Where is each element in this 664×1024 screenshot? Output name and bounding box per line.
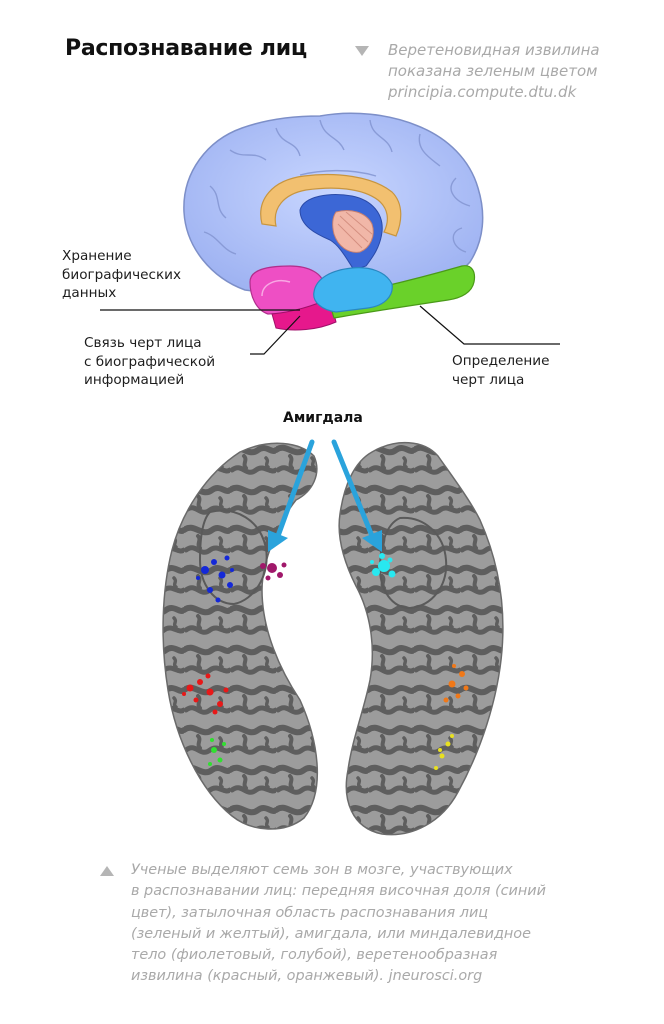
amygdala-arrow-right <box>331 439 375 539</box>
activation-red <box>182 673 229 715</box>
label-line: черт лица <box>452 371 525 388</box>
connector-link <box>250 315 301 355</box>
bottom-caption: Ученые выделяют семь зон в мозге, участв… <box>131 860 546 988</box>
label-line: биографических <box>62 266 182 283</box>
label-storage: Хранение биографических данных <box>62 247 181 303</box>
activation-blue <box>196 555 234 603</box>
activation-purple <box>260 562 287 581</box>
bottom-caption-line: в распознавании лиц: передняя височная д… <box>131 883 546 900</box>
bottom-caption-line: цвет), затылочная область распознавания … <box>131 904 489 921</box>
page-title: Распознавание лиц <box>65 36 307 61</box>
connector-definition <box>419 305 560 345</box>
amygdala-region <box>313 267 393 313</box>
corpus-callosum <box>260 173 402 237</box>
arrowhead-right-icon <box>362 530 382 552</box>
bottom-caption-line: тело (фиолетовый, голубой), веретенообра… <box>131 947 498 964</box>
label-line: Связь черт лица <box>84 335 202 351</box>
left-hemisphere <box>162 442 319 830</box>
activation-yellow <box>434 734 454 770</box>
caption-down-triangle-icon <box>355 46 369 56</box>
label-line: данных <box>62 285 117 301</box>
bottom-caption-line: Ученые выделяют семь зон в мозге, участв… <box>131 862 513 878</box>
top-caption-line: principia.compute.dtu.dk <box>388 83 577 101</box>
label-line: Хранение <box>62 248 132 264</box>
label-line: с биографической <box>84 353 216 370</box>
label-definition: Определение черт лица <box>452 352 549 389</box>
right-hemisphere <box>338 441 504 836</box>
top-caption-line: показана зеленым цветом <box>388 62 598 80</box>
amygdala-arrow-left <box>275 439 315 539</box>
label-line: информацией <box>84 372 185 388</box>
activation-green <box>208 738 226 766</box>
caption-up-triangle-icon <box>100 866 114 876</box>
label-line: Определение <box>452 353 550 369</box>
top-caption: Веретеновидная извилина показана зеленым… <box>388 40 600 103</box>
top-caption-line: Веретеновидная извилина <box>388 41 600 59</box>
label-amygdala: Амигдала <box>283 410 363 426</box>
bottom-caption-line: извилина (красный, оранжевый). jneurosci… <box>131 968 483 985</box>
sagittal-brain-illustration <box>100 112 560 355</box>
arrowhead-left-icon <box>268 530 288 552</box>
bottom-caption-line: (зеленый и желтый), амигдала, или миндал… <box>131 925 531 942</box>
ventral-brain-view <box>162 439 504 836</box>
activation-orange <box>443 664 469 703</box>
label-link: Связь черт лица с биографической информа… <box>84 334 215 390</box>
activation-cyan <box>370 553 396 578</box>
